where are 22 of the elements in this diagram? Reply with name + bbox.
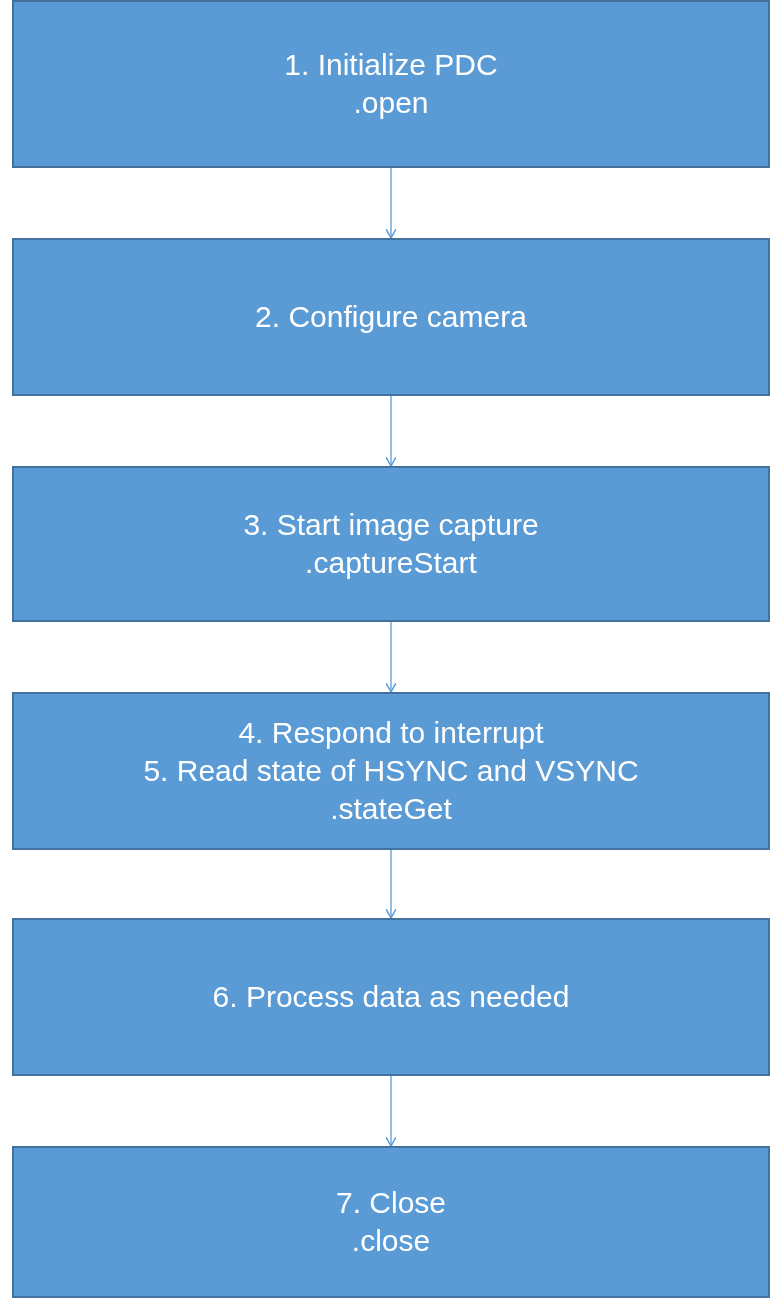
process-box [12, 0, 770, 168]
step-text: 7. Close [335, 1185, 447, 1221]
step-text: 3. Start image capture [243, 507, 539, 543]
step-text: .captureStart [305, 545, 477, 581]
arrow [385, 621, 397, 693]
arrow [385, 849, 397, 919]
step-text: 4. Respond to interrupt [238, 715, 544, 751]
arrow [385, 395, 397, 467]
step-text: 5. Read state of HSYNC and VSYNC [143, 753, 639, 789]
arrow [385, 1075, 397, 1147]
step-text: .close [351, 1223, 431, 1259]
arrow [385, 167, 397, 239]
step-text: 6. Process data as needed [212, 979, 570, 1015]
step-text: 2. Configure camera [255, 299, 527, 335]
step-text: 1. Initialize PDC [284, 47, 498, 83]
process-box [12, 238, 770, 396]
process-box [12, 1146, 770, 1298]
step-text: .stateGet [330, 791, 452, 827]
step-text: .open [353, 85, 429, 121]
process-box [12, 692, 770, 850]
process-box [12, 466, 770, 622]
process-box [12, 918, 770, 1076]
